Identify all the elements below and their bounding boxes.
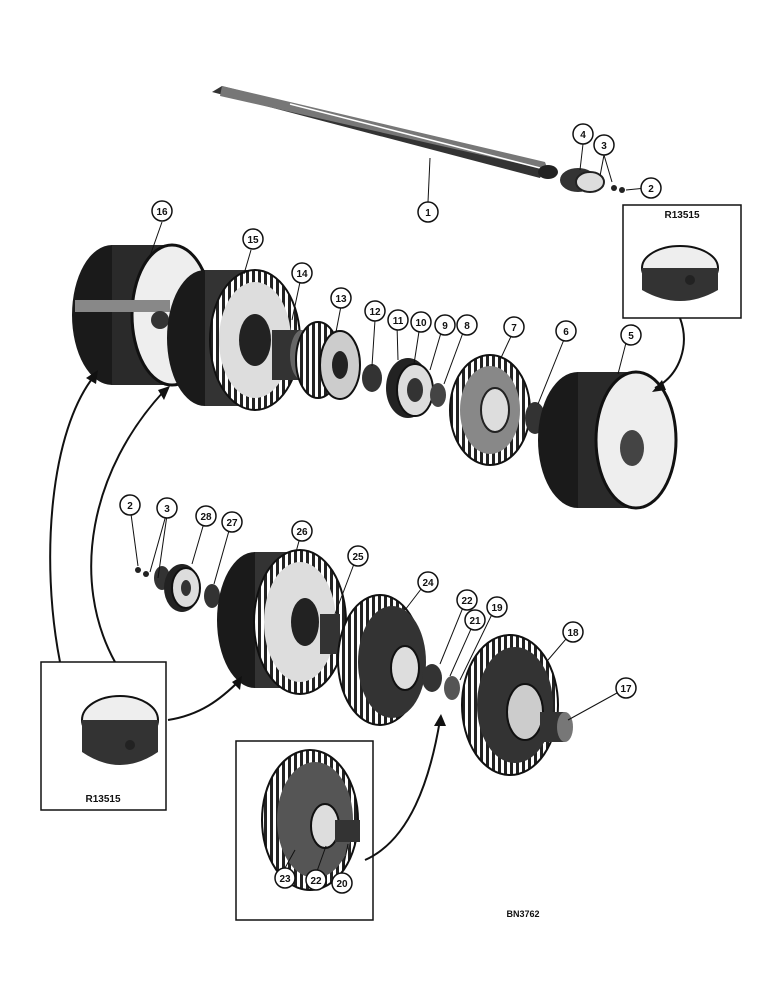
svg-text:24: 24	[422, 578, 434, 589]
main-shaft	[212, 86, 558, 179]
svg-text:22: 22	[310, 876, 322, 887]
svg-text:2: 2	[127, 501, 133, 512]
svg-text:8: 8	[464, 321, 470, 332]
clutch-drum-26	[217, 549, 347, 695]
svg-text:25: 25	[352, 552, 364, 563]
svg-text:19: 19	[491, 603, 503, 614]
svg-text:26: 26	[296, 527, 308, 538]
svg-text:18: 18	[567, 628, 579, 639]
svg-text:10: 10	[415, 318, 427, 329]
svg-text:3: 3	[164, 504, 170, 515]
callout-numbers: 1 2 3 4 5 6 7 8 9 10 11 12 13 14 15 16 2…	[127, 130, 654, 890]
gear-18	[461, 634, 559, 776]
inset-label-left: R13515	[85, 794, 120, 805]
svg-text:17: 17	[620, 684, 632, 695]
svg-text:27: 27	[226, 518, 238, 529]
inset-box-left	[40, 661, 167, 811]
svg-text:4: 4	[580, 130, 586, 141]
svg-text:22: 22	[461, 596, 473, 607]
svg-text:14: 14	[296, 269, 308, 280]
callouts	[119, 123, 662, 894]
svg-text:6: 6	[563, 327, 569, 338]
arrow-left-inset	[167, 679, 241, 721]
arrow-to-drum-16	[49, 374, 96, 663]
gear-25	[320, 614, 340, 654]
gear-13	[295, 321, 361, 400]
bolts-lower-2	[135, 567, 149, 577]
svg-text:11: 11	[393, 316, 404, 327]
arrow-bottom-inset	[364, 719, 441, 861]
spacer-27	[204, 584, 220, 608]
gear-24	[337, 594, 426, 726]
svg-text:12: 12	[369, 307, 381, 318]
svg-text:2: 2	[648, 184, 654, 195]
svg-text:16: 16	[156, 207, 168, 218]
svg-text:9: 9	[442, 321, 448, 332]
small-parts-12-8	[362, 358, 446, 418]
svg-text:15: 15	[247, 235, 259, 246]
svg-text:7: 7	[511, 323, 517, 334]
small-parts-22-19	[422, 664, 460, 700]
bearing-end-cap	[560, 168, 625, 193]
arrow-to-drum-15	[90, 389, 166, 663]
arrow-top-inset	[654, 317, 685, 389]
svg-text:13: 13	[335, 294, 347, 305]
drawing-code: BN3762	[506, 909, 539, 919]
inset-box-top	[622, 204, 742, 319]
inset-box-bottom	[235, 740, 374, 921]
bearing-28	[154, 564, 201, 612]
inset-label-top: R13515	[664, 210, 699, 221]
svg-text:3: 3	[601, 141, 607, 152]
svg-text:28: 28	[200, 512, 212, 523]
svg-text:23: 23	[279, 874, 291, 885]
svg-text:20: 20	[336, 879, 348, 890]
hub-17	[540, 712, 573, 742]
svg-text:21: 21	[469, 616, 481, 627]
clutch-drum-5	[538, 370, 678, 510]
svg-text:5: 5	[628, 331, 634, 342]
gear-7	[449, 354, 531, 466]
svg-text:1: 1	[425, 208, 431, 219]
